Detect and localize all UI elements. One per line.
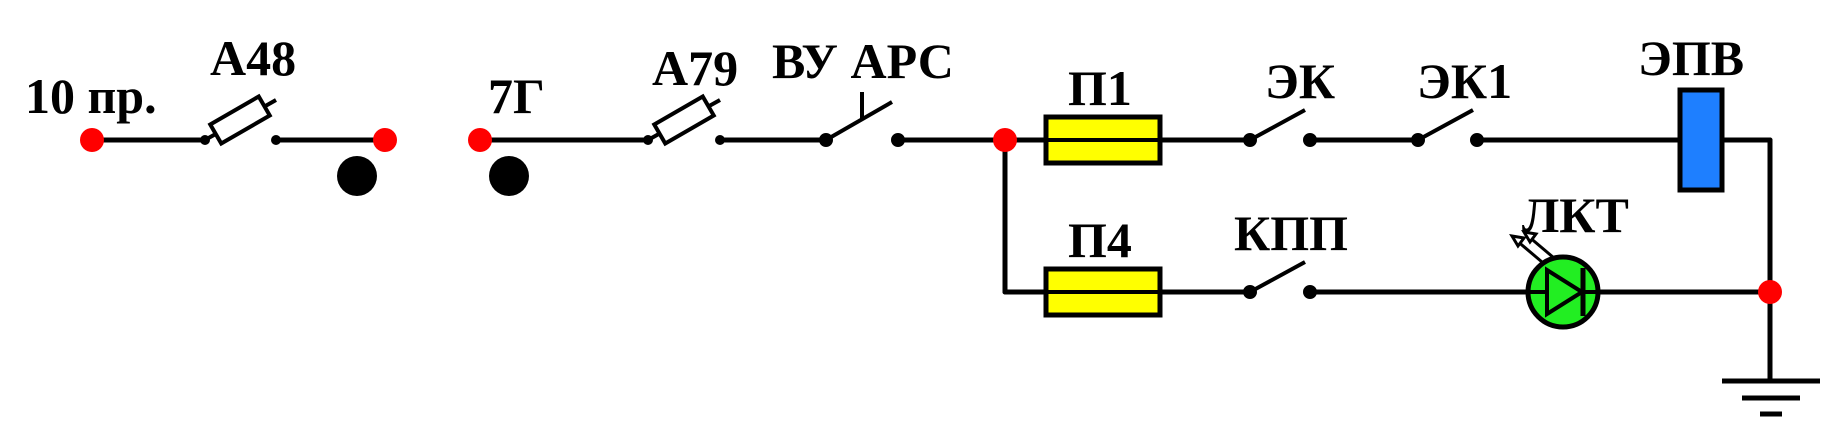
label-a79: А79 <box>652 40 738 96</box>
nodes <box>80 128 1782 304</box>
label-ek: ЭК <box>1265 53 1335 109</box>
label-ek1: ЭК1 <box>1417 53 1512 109</box>
fuse-a48-symbol <box>200 93 281 147</box>
label-kpp: КПП <box>1234 205 1348 261</box>
contact-ek1-symbol <box>1411 108 1484 147</box>
label-source: 10 пр. <box>25 68 157 124</box>
contact-kpp-symbol <box>1243 260 1317 299</box>
fuse-a79-symbol <box>643 93 725 147</box>
node-junction <box>993 128 1017 152</box>
label-p1: П1 <box>1068 60 1132 116</box>
switch-vu-ars-symbol <box>819 92 905 147</box>
ground-icon <box>1722 378 1820 417</box>
label-vu-ars: ВУ АРС <box>772 33 954 89</box>
label-epv: ЭПВ <box>1638 30 1744 86</box>
label-a48: А48 <box>210 30 296 86</box>
label-lkt: ЛКТ <box>1522 187 1629 243</box>
node-source <box>80 128 104 152</box>
node-7g-in <box>468 128 492 152</box>
label-p4: П4 <box>1068 212 1132 268</box>
contact-ek-symbol <box>1243 108 1317 147</box>
label-7g: 7Г <box>488 68 545 124</box>
terminal-a48 <box>337 156 377 196</box>
coil-epv-body <box>1677 87 1725 193</box>
node-right <box>1758 280 1782 304</box>
lamp-lkt-symbol <box>1509 229 1601 330</box>
light-arrows-icon <box>1509 229 1555 264</box>
node-a48-out <box>373 128 397 152</box>
terminal-7g <box>489 156 529 196</box>
